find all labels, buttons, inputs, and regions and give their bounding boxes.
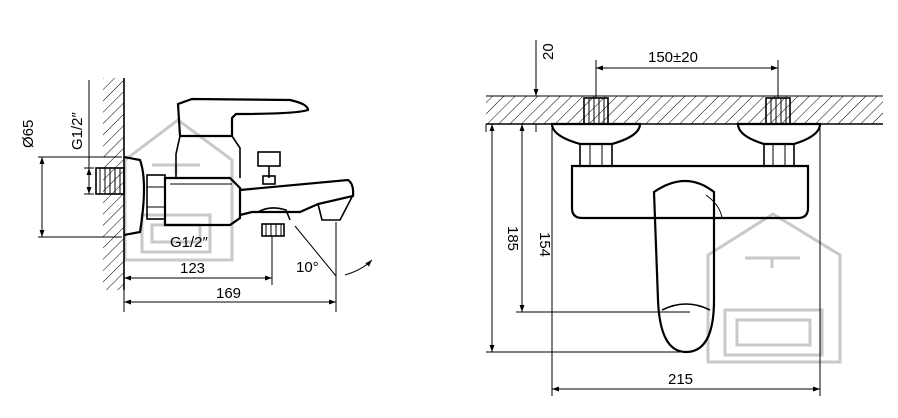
wall-hatch-top <box>486 96 883 124</box>
front-view: 20 150±20 154 185 215 <box>485 40 883 396</box>
dim-angle-label: 10° <box>296 259 319 276</box>
dim-offset-label: 20 <box>540 43 557 60</box>
dim-height-inner-label: 154 <box>536 232 553 257</box>
side-view: Ø65 G1/2″ G1/2″ 123 169 10° <box>20 78 373 312</box>
dim-length-short-label: 123 <box>180 260 205 277</box>
wall-hatch <box>103 78 124 290</box>
house-sofa-logo-icon <box>706 212 842 364</box>
dim-thread-top-label: G1/2″ <box>69 111 86 150</box>
dim-thread-bottom-label: G1/2″ <box>170 234 209 251</box>
dim-spacing-label: 150±20 <box>648 49 698 66</box>
dim-length-total-label: 169 <box>216 285 241 302</box>
dim-height-total-label: 185 <box>504 226 521 251</box>
dim-width-label: 215 <box>668 371 693 388</box>
dim-diameter-label: Ø65 <box>20 120 37 148</box>
